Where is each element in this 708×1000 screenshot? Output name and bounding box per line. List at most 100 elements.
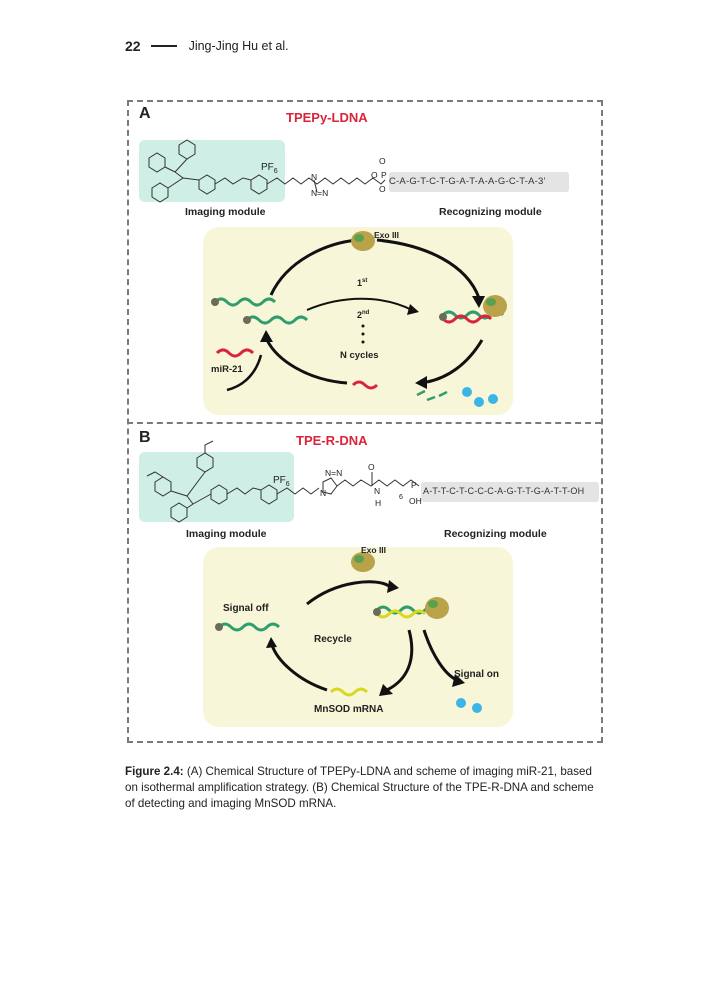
panel-b-counter-ion: PF6 <box>273 475 290 488</box>
fluorescent-aggregate <box>462 387 472 397</box>
second-label: 2 <box>357 310 363 320</box>
probe-strand <box>213 297 277 307</box>
tpe-probe-head <box>215 623 223 631</box>
panel-a-recognizing-region <box>389 172 569 192</box>
panel-a-structure <box>148 139 386 203</box>
fluorescent-aggregate <box>474 397 484 407</box>
counter-ion-sub: 6 <box>273 168 278 175</box>
phenyl-ring <box>210 484 228 505</box>
exo-iii-enzyme <box>351 552 375 572</box>
second-sup: nd <box>362 310 370 316</box>
arrowhead <box>266 637 277 648</box>
exo-iii-enzyme <box>425 597 449 619</box>
azide-nn-label: N=N <box>311 188 329 198</box>
arrowhead <box>407 304 419 315</box>
page-number: 22 <box>125 38 141 54</box>
figure-2-4: A TPEPy-LDNA PF6 N N=N O P O O C-A-G-T- <box>127 100 603 743</box>
target-entry-arrow <box>226 354 263 392</box>
linker-o: O <box>371 170 378 180</box>
released-target <box>351 380 379 390</box>
chain-n-label: 6 <box>399 494 403 501</box>
panel-b-recognizing-label: Recognizing module <box>444 528 547 540</box>
header-rule <box>150 45 177 47</box>
duplex-target <box>375 609 427 619</box>
caption-text: (A) Chemical Structure of TPEPy-LDNA and… <box>125 765 594 810</box>
caption-label: Figure 2.4: <box>125 765 184 778</box>
figure-frame <box>127 100 603 743</box>
mir21-label: miR-21 <box>211 364 243 375</box>
panel-b-sequence: A-T-T-C-T-C-C-C-A-G-T-T-G-A-T-T-OH <box>423 486 585 496</box>
phenyl-ring <box>170 502 188 523</box>
panel-a-enzyme-label: Exo III <box>374 230 400 240</box>
panel-a-title: TPEPy-LDNA <box>286 110 368 125</box>
panel-a-imaging-region <box>139 140 285 202</box>
arrowhead <box>260 330 273 342</box>
panel-a-cycle-diagram <box>211 231 507 407</box>
cycle-arrow-lower-left <box>265 339 348 385</box>
amide-h-label: H <box>375 498 382 508</box>
oh-label: OH <box>409 496 422 506</box>
panel-a-letter: A <box>139 105 151 122</box>
pyridinium-ring <box>250 174 268 195</box>
mir21-strand <box>215 348 255 358</box>
azide-n-label: N <box>311 172 318 182</box>
panel-a-sequence: C-A-G-T-C-T-G-A-T-A-A-G-C-T-A-3' <box>389 176 546 187</box>
panel-a-imaging-label: Imaging module <box>185 206 266 218</box>
arrowhead <box>452 674 465 687</box>
amide-n-label: N <box>374 486 381 496</box>
signal-on-arrow <box>422 629 458 682</box>
probe-strand <box>245 315 309 325</box>
digested-fragments <box>416 389 448 402</box>
n-cycles-label: N cycles <box>340 350 379 361</box>
running-header: 22 Jing-Jing Hu et al. <box>125 38 289 54</box>
panel-b-cycle-region <box>203 547 513 727</box>
panel-divider <box>127 422 601 424</box>
panel-b-title: TPE-R-DNA <box>296 433 368 448</box>
arrowhead <box>387 580 399 593</box>
phenyl-ring <box>178 139 196 160</box>
arrowhead <box>472 296 485 308</box>
fluorescent-aggregate <box>488 394 498 404</box>
fluorescent-aggregate <box>472 703 482 713</box>
counter-ion-sub: 6 <box>285 481 290 488</box>
amide-o-label: O <box>368 462 375 472</box>
triazole-n-label: N <box>320 488 327 498</box>
counter-ion-label: PF <box>261 162 274 173</box>
phosphate-p-b: P <box>411 480 417 490</box>
cycle-arrow-upper-right <box>376 238 481 299</box>
first-label: 1 <box>357 278 363 288</box>
recycle-label: Recycle <box>314 634 352 645</box>
duplex-target <box>441 314 493 324</box>
cycle-arrow-upper-left <box>269 238 358 296</box>
tpe-probe-head <box>243 316 251 324</box>
signal-off-label: Signal off <box>223 603 269 614</box>
panel-b-structure <box>146 440 420 523</box>
arrowhead <box>415 376 427 389</box>
panel-a-counter-ion: PF6 <box>261 162 278 175</box>
first-sup: st <box>362 278 368 284</box>
phosphate-p: P <box>381 170 387 180</box>
tpe-probe-head <box>211 298 219 306</box>
mnsod-label: MnSOD mRNA <box>314 704 384 715</box>
panel-b-enzyme-label: Exo III <box>361 545 387 555</box>
phosphate-o-bottom: O <box>379 184 386 194</box>
triazole-nn-label: N=N <box>325 468 343 478</box>
panel-a-cycle-region <box>203 227 513 415</box>
to-probe-arrow <box>270 644 328 692</box>
panel-b-imaging-label: Imaging module <box>186 528 267 540</box>
cycle-arrow-lower-right <box>426 339 484 384</box>
arrowhead <box>379 684 393 696</box>
first-cycle-label: 1st <box>357 278 367 288</box>
phenyl-ring <box>198 174 216 195</box>
second-cycle-label: 2nd <box>357 310 369 320</box>
mnsod-mrna-strand <box>329 687 369 697</box>
exo-arrow <box>306 580 390 606</box>
pyridinium-ring <box>260 484 278 505</box>
to-target-arrow <box>386 629 414 692</box>
panel-b-letter: B <box>139 429 151 446</box>
panel-b-cycle-diagram <box>215 552 482 713</box>
figure-caption: Figure 2.4: (A) Chemical Structure of TP… <box>125 764 595 812</box>
counter-ion-label: PF <box>273 475 286 486</box>
second-cycle-arrow <box>306 297 413 311</box>
running-author: Jing-Jing Hu et al. <box>188 39 289 53</box>
